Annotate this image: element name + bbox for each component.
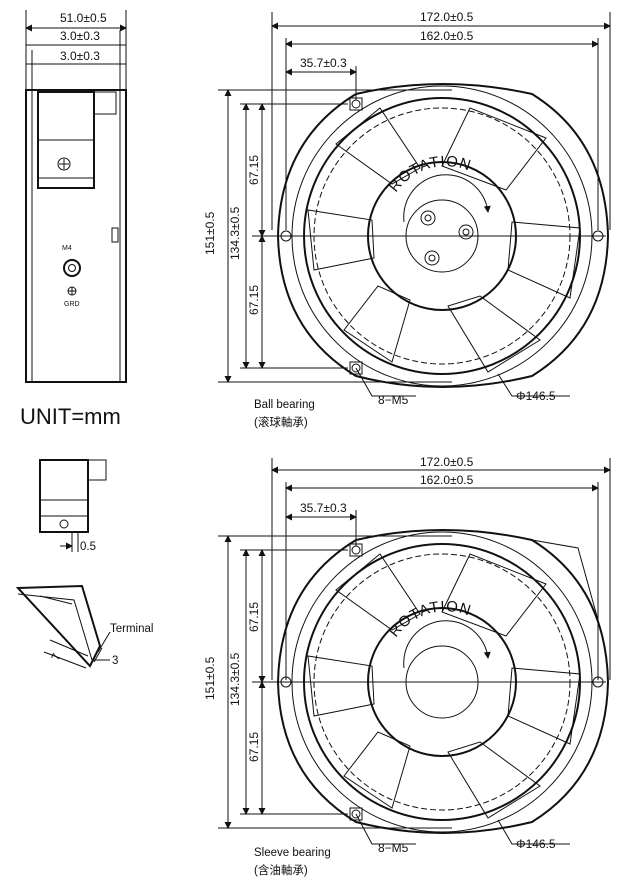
unit-label: UNIT=mm bbox=[20, 404, 121, 429]
fan-blade bbox=[507, 221, 581, 299]
terminal-detail: 0.5 Terminal 7 3 bbox=[15, 459, 153, 669]
mount-hole-icon bbox=[592, 676, 604, 688]
top-dim-hole-spacing: 162.0±0.5 bbox=[420, 29, 474, 43]
hub-screw-icon bbox=[424, 250, 440, 266]
rotation-arrow-icon bbox=[403, 620, 491, 669]
ground-screw-icon bbox=[63, 259, 81, 277]
fan-top-view: 172.0±0.5 162.0±0.5 35.7±0.3 151±0.5 134… bbox=[203, 10, 611, 429]
bottom-dim-offset: 35.7±0.3 bbox=[300, 501, 347, 515]
fan-blade bbox=[507, 667, 581, 745]
fan-hub bbox=[367, 161, 517, 311]
bottom-dim-hole-spacing: 162.0±0.5 bbox=[420, 473, 474, 487]
svg-text:M4: M4 bbox=[62, 245, 72, 252]
fan-blade bbox=[335, 553, 421, 631]
bottom-dim-height: 151±0.5 bbox=[203, 656, 217, 700]
fan-blade bbox=[447, 295, 541, 373]
terminal-screw-icon bbox=[57, 157, 71, 171]
fan-venturi bbox=[303, 97, 581, 375]
fan-blade bbox=[307, 209, 375, 271]
bottom-dim-half-upper: 67.15 bbox=[247, 602, 261, 632]
side-dim-width: 51.0±0.5 bbox=[60, 11, 107, 25]
top-bearing-label-cn: (滚球軸承) bbox=[254, 415, 308, 429]
side-frame bbox=[25, 89, 127, 383]
top-rotation-text: ROTATION bbox=[386, 153, 474, 196]
fan-blade bbox=[441, 107, 547, 191]
fan-bottom-view: 172.0±0.5 162.0±0.5 35.7±0.3 151±0.5 134… bbox=[203, 455, 611, 877]
rotation-arrow-icon bbox=[403, 174, 491, 223]
top-dim-offset: 35.7±0.3 bbox=[300, 56, 347, 70]
side-dim-flange-2: 3.0±0.3 bbox=[60, 49, 100, 63]
mount-hole-icon bbox=[351, 545, 361, 555]
mount-hole-icon bbox=[592, 230, 604, 242]
side-dim-flange-1: 3.0±0.3 bbox=[60, 29, 100, 43]
fan-hub bbox=[367, 607, 517, 757]
top-dim-hole-height: 134.3±0.5 bbox=[228, 206, 242, 260]
fan-blade bbox=[441, 553, 547, 637]
bottom-dim-hole-height: 134.3±0.5 bbox=[228, 652, 242, 706]
terminal-label: Terminal bbox=[110, 623, 153, 635]
fan-housing bbox=[276, 83, 610, 388]
top-dim-height: 151±0.5 bbox=[203, 211, 217, 255]
terminal-dim-a: 7 bbox=[50, 652, 63, 662]
mount-hole-icon bbox=[351, 809, 361, 819]
fan-blade bbox=[307, 655, 375, 717]
top-dim-half-upper: 67.15 bbox=[247, 155, 261, 185]
bottom-dim-outer-width: 172.0±0.5 bbox=[420, 455, 474, 469]
bottom-bearing-label: Sleeve bearing bbox=[254, 847, 331, 859]
fan-blade bbox=[343, 285, 411, 363]
bottom-diameter-label: Φ146.5 bbox=[516, 837, 556, 851]
side-view: 51.0±0.5 3.0±0.3 3.0±0.3 M4 GRD bbox=[25, 10, 127, 383]
mount-hole-icon bbox=[351, 363, 361, 373]
terminal-dim-offset: 0.5 bbox=[80, 541, 96, 553]
bottom-bearing-label-cn: (含油軸承) bbox=[254, 863, 308, 877]
mount-hole-icon bbox=[280, 230, 292, 242]
fan-blade bbox=[447, 741, 541, 819]
top-dim-outer-width: 172.0±0.5 bbox=[420, 10, 474, 24]
ground-label: GRD bbox=[64, 301, 80, 308]
hub-screw-icon bbox=[420, 210, 436, 226]
terminal-dim-b: 3 bbox=[112, 655, 118, 667]
mount-hole-icon bbox=[351, 99, 361, 109]
bottom-screw-label: 8−M5 bbox=[378, 841, 409, 855]
bottom-dim-half-lower: 67.15 bbox=[247, 732, 261, 762]
fan-blade bbox=[335, 107, 421, 185]
top-diameter-label: Φ146.5 bbox=[516, 389, 556, 403]
top-dim-half-lower: 67.15 bbox=[247, 285, 261, 315]
top-screw-label: 8−M5 bbox=[378, 393, 409, 407]
mount-hole-icon bbox=[280, 676, 292, 688]
top-bearing-label: Ball bearing bbox=[254, 399, 315, 411]
fan-venturi bbox=[303, 543, 581, 821]
hub-screw-icon bbox=[458, 224, 474, 240]
fan-blade bbox=[343, 731, 411, 809]
